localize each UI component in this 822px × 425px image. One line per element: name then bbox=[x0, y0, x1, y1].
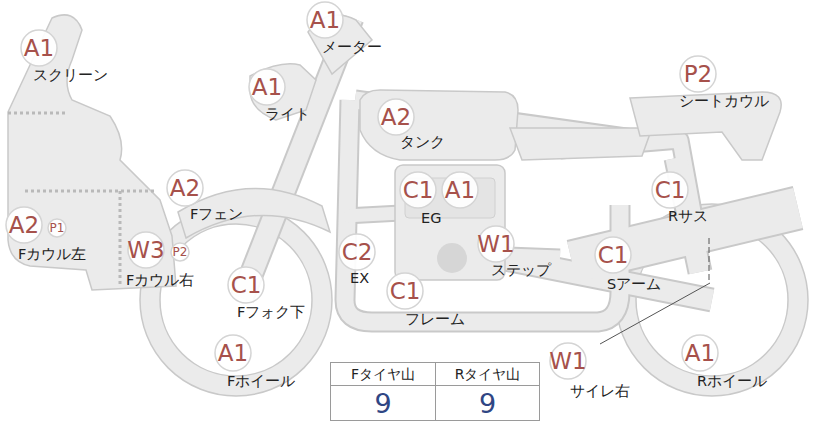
damage-circle: C2EX bbox=[338, 233, 376, 271]
damage-code: A1 bbox=[248, 68, 286, 106]
part-name: Rサス bbox=[668, 208, 708, 225]
damage-circle: C1EG bbox=[399, 171, 437, 209]
circle-shape bbox=[652, 172, 688, 208]
damage-circle: A2Fカウル左 bbox=[5, 206, 43, 244]
damage-code: A1 bbox=[441, 171, 479, 209]
damage-circle: A1Fホイール bbox=[214, 334, 252, 372]
circle-shape bbox=[215, 335, 251, 371]
damage-circle: C1Rサス bbox=[651, 171, 689, 209]
front-wheel-inner bbox=[160, 224, 312, 376]
circle-shape bbox=[128, 232, 164, 268]
damage-circle: W3Fカウル右 bbox=[127, 231, 165, 269]
engine bbox=[395, 165, 505, 280]
table-header: Fタイヤ山 bbox=[330, 362, 436, 387]
damage-circle: P2シートカウル bbox=[679, 55, 717, 93]
table-header: Rタイヤ山 bbox=[435, 362, 540, 387]
damage-code: W1 bbox=[549, 342, 587, 380]
circle-shape bbox=[339, 234, 375, 270]
part-name: Fカウル左 bbox=[18, 246, 86, 263]
damage-code: P2 bbox=[170, 242, 190, 262]
circle-shape bbox=[387, 273, 423, 309]
damage-circle: A1メーター bbox=[306, 1, 344, 39]
damage-circle: C1Fフォク下 bbox=[227, 266, 265, 304]
circle-shape bbox=[478, 226, 514, 262]
damage-code: A1 bbox=[214, 334, 252, 372]
damage-code: W3 bbox=[127, 231, 165, 269]
circle-shape bbox=[228, 267, 264, 303]
table-value: 9 bbox=[330, 385, 436, 421]
circle-shape bbox=[171, 243, 189, 261]
fairing bbox=[8, 15, 176, 290]
part-name: フレーム bbox=[405, 311, 465, 328]
part-name: Fフォク下 bbox=[237, 304, 305, 321]
part-name: スクリーン bbox=[33, 67, 108, 84]
damage-code: A1 bbox=[20, 29, 58, 67]
damage-code: C1 bbox=[386, 272, 424, 310]
part-name: サイレ右 bbox=[570, 383, 630, 400]
circle-shape bbox=[307, 2, 343, 38]
circle-shape bbox=[378, 99, 414, 135]
damage-code: P2 bbox=[679, 55, 717, 93]
circle-shape bbox=[167, 170, 203, 206]
seat bbox=[510, 128, 652, 160]
part-name: ライト bbox=[265, 106, 310, 123]
damage-code: C1 bbox=[399, 171, 437, 209]
damage-circle: A1スクリーン bbox=[20, 29, 58, 67]
damage-code: A2 bbox=[166, 169, 204, 207]
damage-circle: A1 bbox=[441, 171, 479, 209]
circle-shape bbox=[249, 69, 285, 105]
seat-cowl bbox=[630, 92, 781, 160]
damage-code: W1 bbox=[477, 225, 515, 263]
damage-code: C1 bbox=[651, 171, 689, 209]
part-name: シートカウル bbox=[679, 93, 769, 110]
part-name: EG bbox=[421, 210, 441, 227]
damage-circle: W1サイレ右 bbox=[549, 342, 587, 380]
part-name: Sアーム bbox=[607, 276, 661, 293]
part-name: Rホイール bbox=[697, 373, 767, 390]
circle-shape bbox=[550, 343, 586, 379]
damage-code: C1 bbox=[594, 236, 632, 274]
part-name: メーター bbox=[322, 39, 382, 56]
circle-shape bbox=[682, 335, 718, 371]
damage-code: C2 bbox=[338, 233, 376, 271]
engine-cover bbox=[437, 243, 467, 273]
circle-shape bbox=[400, 172, 436, 208]
tank bbox=[360, 90, 518, 160]
damage-circle: A1ライト bbox=[248, 68, 286, 106]
circle-shape bbox=[6, 207, 42, 243]
circle-shape bbox=[595, 237, 631, 273]
damage-code: A2 bbox=[377, 98, 415, 136]
part-name: EX bbox=[350, 270, 369, 287]
part-name: タンク bbox=[400, 134, 445, 151]
damage-code: P1 bbox=[47, 218, 67, 238]
damage-circle: C1Sアーム bbox=[594, 236, 632, 274]
damage-code: C1 bbox=[227, 266, 265, 304]
damage-code: A1 bbox=[681, 334, 719, 372]
damage-circle: A2タンク bbox=[377, 98, 415, 136]
damage-circle: P2 bbox=[170, 242, 190, 262]
part-name: ステップ bbox=[491, 262, 551, 279]
part-name: Fカウル右 bbox=[126, 272, 194, 289]
damage-circle: A1Rホイール bbox=[681, 334, 719, 372]
damage-code: A2 bbox=[5, 206, 43, 244]
damage-circle: C1フレーム bbox=[386, 272, 424, 310]
table-value: 9 bbox=[435, 385, 540, 421]
circle-shape bbox=[442, 172, 478, 208]
circle-shape bbox=[21, 30, 57, 66]
circle-shape bbox=[680, 56, 716, 92]
part-name: Fホイール bbox=[227, 373, 295, 390]
damage-code: A1 bbox=[306, 1, 344, 39]
part-name: Fフェン bbox=[190, 206, 243, 223]
damage-circle: A2Fフェン bbox=[166, 169, 204, 207]
damage-circle: W1ステップ bbox=[477, 225, 515, 263]
circle-shape bbox=[48, 219, 66, 237]
damage-circle: P1 bbox=[47, 218, 67, 238]
